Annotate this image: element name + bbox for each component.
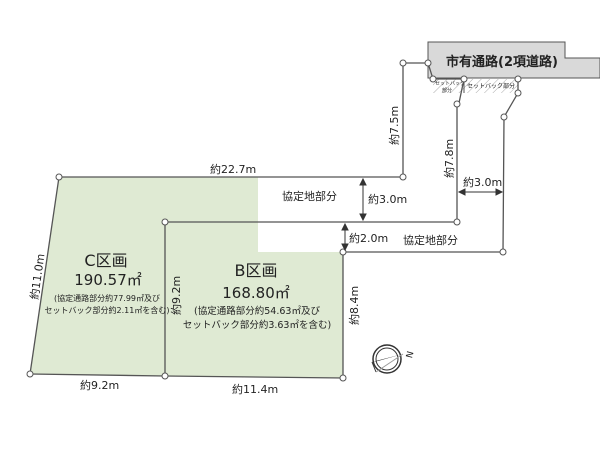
plot-b-note-2: セットバック部分約3.63㎡を含む) [183, 319, 331, 331]
dimension-arrows [341, 177, 504, 252]
dim-width-upper: 約3.0m [368, 192, 407, 206]
plot-c-area: 190.57㎡ [74, 271, 142, 289]
dim-left: 約11.0m [27, 253, 47, 301]
boundary-points [26, 59, 522, 382]
dim-top: 約22.7m [210, 162, 256, 176]
compass-label: N [405, 350, 416, 359]
agreement-label-lower: 協定地部分 [403, 233, 458, 247]
plot-area [30, 177, 343, 378]
plot-b-note-1: (協定通路部分約54.63㎡及び [194, 305, 320, 317]
road-area [427, 41, 600, 79]
plot-b-title: B区画 [235, 261, 278, 280]
setback-small-label-1: セットバック [435, 81, 465, 87]
setback-area [433, 79, 518, 93]
agreement-label-upper: 協定地部分 [282, 189, 337, 203]
dim-width-right: 約3.0m [463, 175, 502, 189]
plot-b-area: 168.80㎡ [222, 284, 290, 302]
setback-label: セットバック部分 [467, 82, 515, 90]
dim-c-bottom: 約9.2m [80, 378, 119, 392]
dim-b-right: 約8.4m [347, 286, 361, 325]
setback-small-label-2: 部分 [442, 87, 452, 94]
dim-vert-right: 約7.8m [442, 139, 456, 178]
road-label: 市有通路(2項道路) [446, 54, 558, 70]
dim-b-bottom: 約11.4m [232, 382, 278, 396]
compass-icon: N [371, 344, 417, 374]
boundary-lines [29, 62, 519, 379]
dim-width-lower: 約2.0m [349, 231, 388, 245]
dim-vert-upper: 約7.5m [387, 106, 401, 145]
plot-c-title: C区画 [84, 251, 127, 270]
plot-c-note-2: セットバック部分約2.11㎡を含む) [45, 305, 170, 315]
plot-c-note-1: (協定通路部分約77.99㎡及び [54, 293, 160, 303]
dim-b-left: 約9.2m [169, 276, 183, 315]
